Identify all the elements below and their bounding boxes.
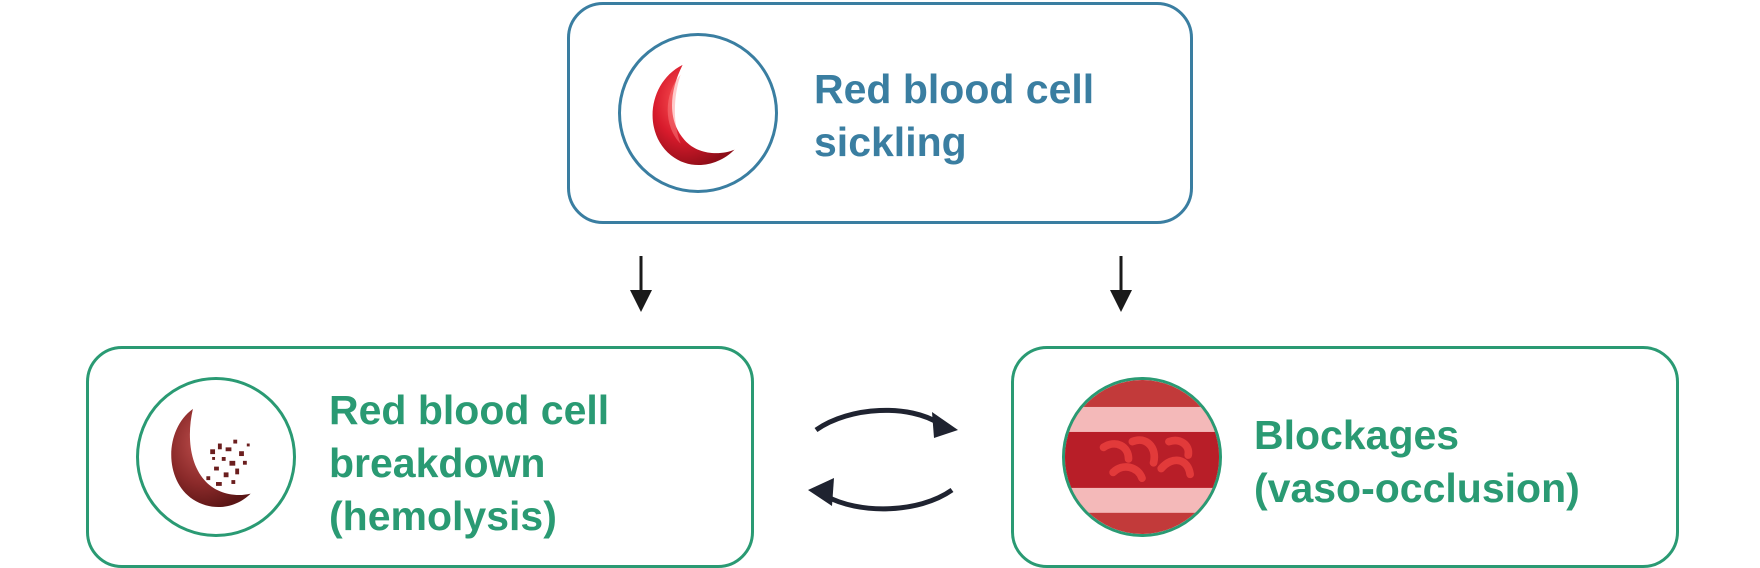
breaking-sickle-cell-icon bbox=[136, 377, 296, 537]
node-hemolysis: Red blood cell breakdown (hemolysis) bbox=[86, 346, 754, 568]
node-label-line: Red blood cell bbox=[814, 66, 1095, 112]
node-label: Red blood cell breakdown (hemolysis) bbox=[329, 384, 609, 543]
sickle-cell-icon bbox=[618, 33, 778, 193]
node-label: Red blood cell sickling bbox=[814, 63, 1094, 169]
node-label-line: sickling bbox=[814, 119, 967, 165]
down-arrow-to-vaso-occlusion bbox=[1110, 256, 1132, 312]
node-label-line: Red blood cell bbox=[329, 387, 610, 433]
blocked-blood-vessel-icon bbox=[1062, 377, 1222, 537]
node-label-line: (hemolysis) bbox=[329, 493, 557, 539]
down-arrow-to-hemolysis bbox=[630, 256, 652, 312]
node-label-line: Blockages bbox=[1254, 412, 1460, 458]
node-label: Blockages (vaso-occlusion) bbox=[1254, 409, 1580, 515]
node-label-line: (vaso-occlusion) bbox=[1254, 465, 1580, 511]
node-vaso-occlusion: Blockages (vaso-occlusion) bbox=[1011, 346, 1679, 568]
node-label-line: breakdown bbox=[329, 440, 546, 486]
node-sickling: Red blood cell sickling bbox=[567, 2, 1193, 224]
cycle-arrows bbox=[808, 407, 958, 512]
